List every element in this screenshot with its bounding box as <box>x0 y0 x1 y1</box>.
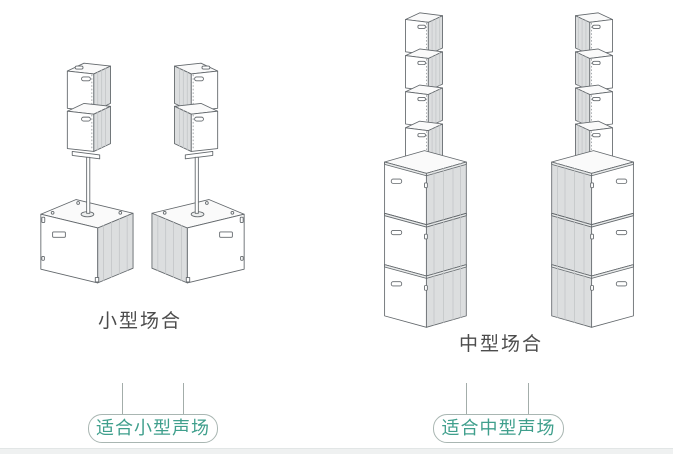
callout-connector-line <box>183 383 184 414</box>
small-venue-setup-left-illustration <box>40 62 134 284</box>
callout-connector-line <box>466 383 467 414</box>
small-venue-callout-badge: 适合小型声场 <box>88 414 218 443</box>
callout-connector-line <box>528 383 529 414</box>
medium-venue-caption: 中型场合 <box>458 334 543 355</box>
medium-venue-stack-left-illustration <box>384 12 467 328</box>
medium-venue-stack-right-illustration <box>551 12 634 328</box>
small-venue-callout-label: 适合小型声场 <box>96 418 210 438</box>
medium-venue-callout-badge: 适合中型声场 <box>433 414 564 443</box>
section-divider <box>0 448 673 454</box>
small-venue-caption: 小型场合 <box>97 311 182 332</box>
callout-connector-line <box>122 383 123 414</box>
medium-venue-callout-label: 适合中型声场 <box>441 418 556 438</box>
small-venue-setup-right-illustration <box>151 62 245 284</box>
